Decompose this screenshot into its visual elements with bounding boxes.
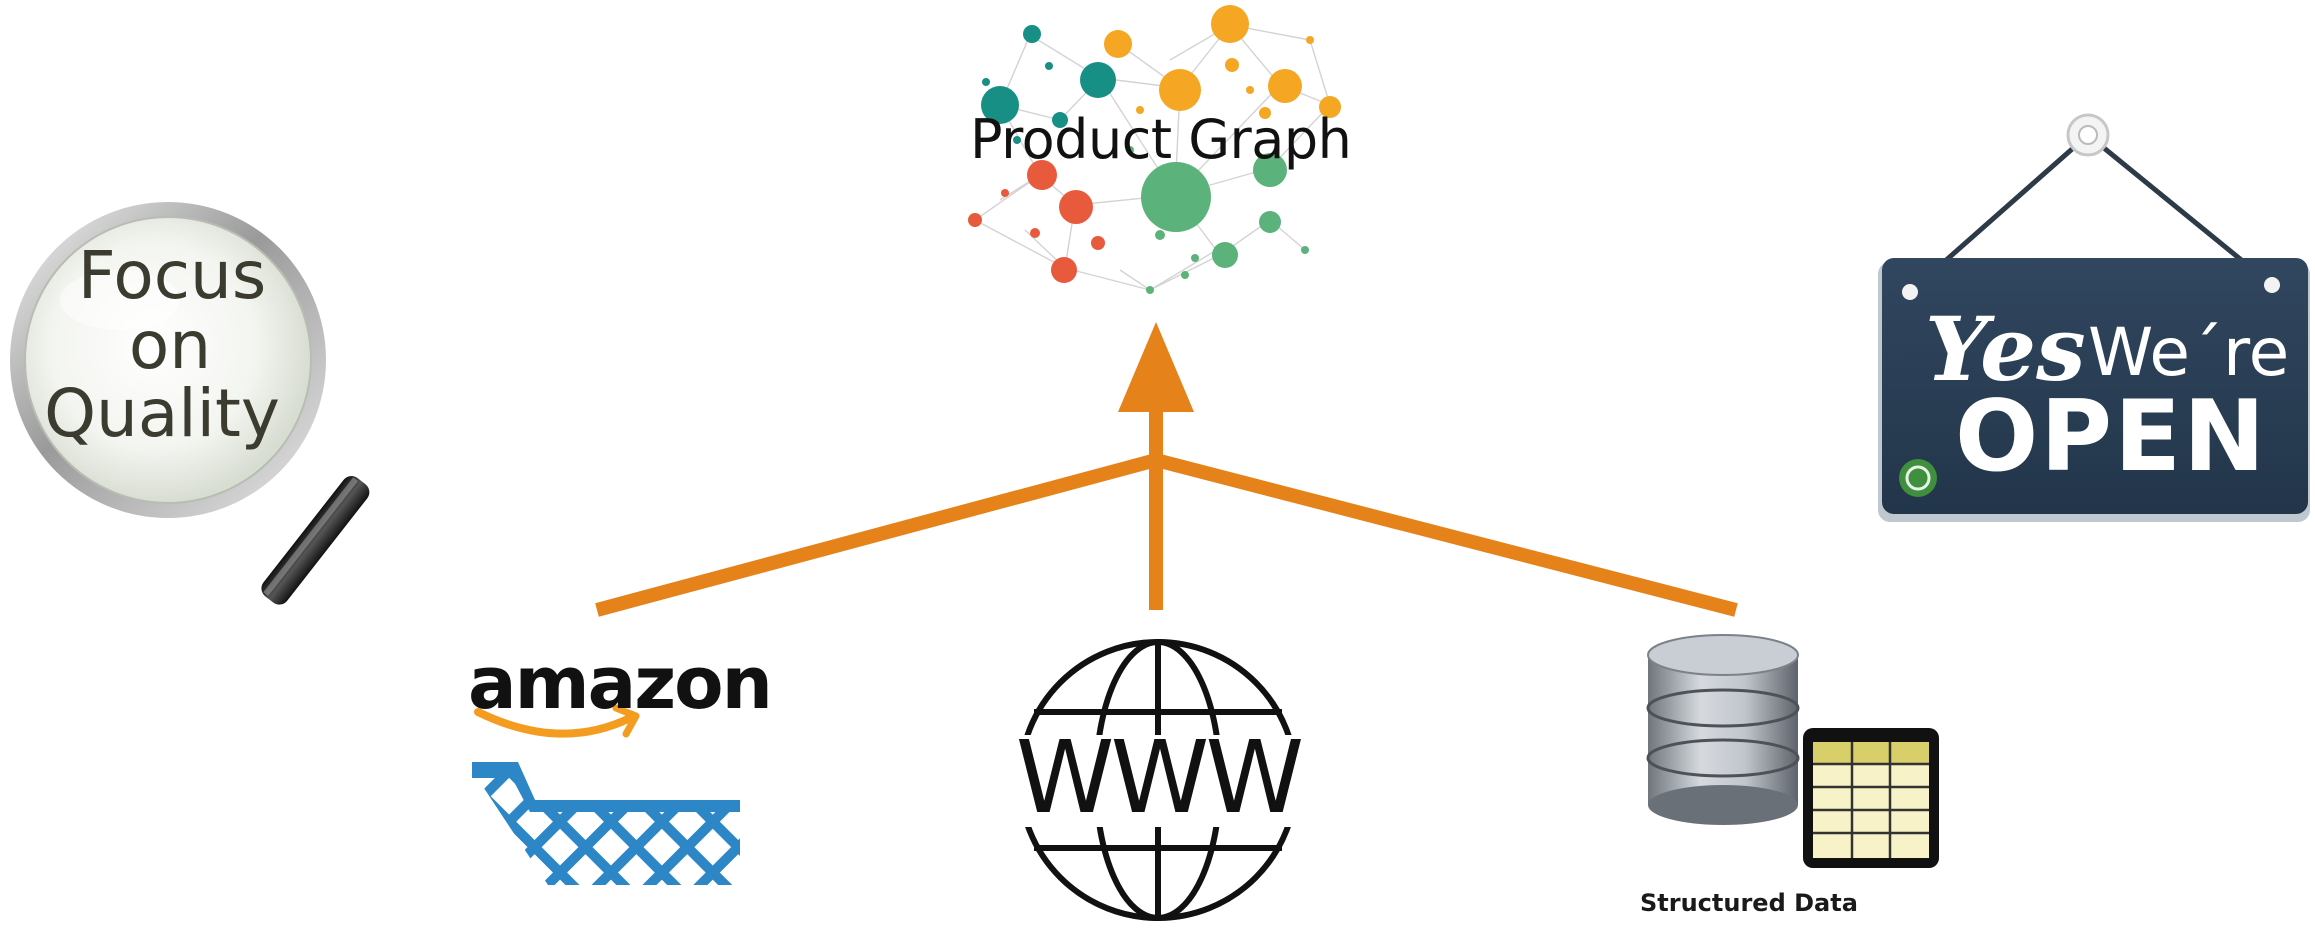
- open-sign-line-1: Yes: [1925, 297, 2086, 401]
- open-sign-icon: [1878, 113, 2310, 522]
- amazon-smile-icon: [474, 704, 640, 738]
- www-label: WWW: [1016, 719, 1302, 836]
- open-sign-line-3: OPEN: [1955, 380, 2267, 494]
- quality-line-3: Quality: [44, 375, 280, 452]
- globe-icon: [1005, 639, 1311, 921]
- product-graph-label: Product Graph: [970, 108, 1352, 171]
- structured-data-label: Structured Data: [1640, 889, 1858, 917]
- quality-line-1: Focus: [78, 237, 267, 314]
- shopping-cart-icon: [472, 762, 740, 885]
- table-icon: [1803, 728, 1939, 868]
- magnifier-icon: [10, 202, 370, 605]
- database-icon: [1646, 634, 1800, 825]
- convergence-arrow: [595, 322, 1738, 617]
- open-sign-line-2: We´re: [2088, 314, 2289, 391]
- network-graph-icon: [968, 5, 1341, 294]
- amazon-wordmark: amazon: [468, 641, 771, 725]
- quality-line-2: on: [129, 307, 211, 384]
